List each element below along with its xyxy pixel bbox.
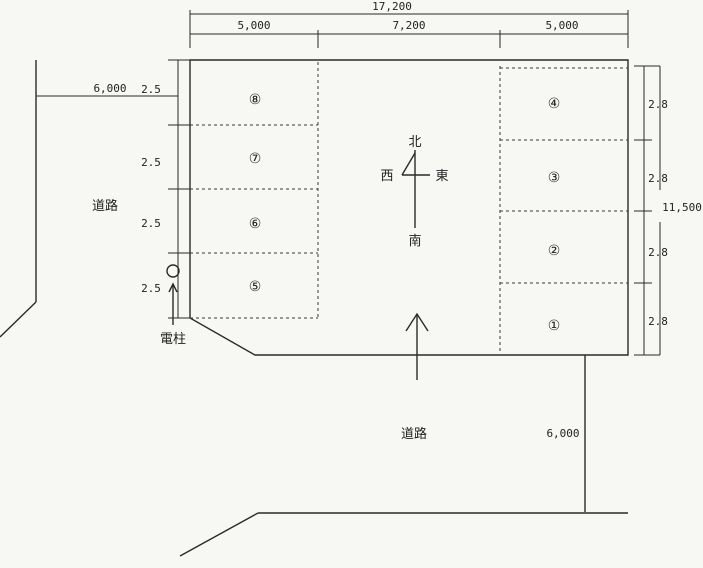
right-dimensions: 2.8 2.8 2.8 2.8 11,500 [634, 65, 702, 356]
lot-2-label: ② [548, 243, 561, 259]
right-row-1-dim: 2.8 [648, 98, 668, 111]
compass-south: 南 [408, 233, 421, 249]
lot-5-label: ⑤ [249, 279, 262, 295]
lot-1-label: ① [548, 318, 561, 334]
left-row-4-dim: 2.5 [141, 282, 161, 295]
site-outline [189, 59, 629, 356]
utility-pole-label: 電柱 [160, 332, 186, 347]
lot-8-label: ⑧ [249, 92, 262, 108]
south-road-label: 道路 [401, 426, 427, 442]
compass-west: 西 [380, 169, 393, 184]
left-width-label: 5,000 [237, 19, 270, 32]
total-width-label: 17,200 [372, 0, 412, 13]
south-road: 道路 6,000 [179, 355, 628, 557]
west-road-label: 道路 [92, 198, 118, 214]
entrance-arrow [405, 312, 429, 380]
lot-4-label: ④ [548, 96, 561, 112]
top-dimensions: 17,200 5,000 7,200 5,000 [189, 0, 629, 48]
right-row-4-dim: 2.8 [648, 315, 668, 328]
west-road: 6,000 道路 [0, 60, 178, 338]
lot-7-label: ⑦ [249, 151, 262, 167]
south-road-width: 6,000 [546, 427, 579, 440]
total-depth-label: 11,500 [662, 201, 702, 214]
left-dimensions: 2.5 2.5 2.5 2.5 [141, 59, 190, 319]
compass-east: 東 [435, 168, 448, 184]
right-width-label: 5,000 [545, 19, 578, 32]
utility-pole-icon [166, 264, 180, 278]
utility-pole: 電柱 [160, 264, 186, 347]
lot-3-label: ③ [548, 170, 561, 186]
compass: 北 西 東 南 [380, 135, 448, 249]
compass-north: 北 [408, 135, 421, 150]
left-row-3-dim: 2.5 [141, 217, 161, 230]
right-row-2-dim: 2.8 [648, 172, 668, 185]
right-row-3-dim: 2.8 [648, 246, 668, 259]
left-row-2-dim: 2.5 [141, 156, 161, 169]
left-row-1-dim: 2.5 [141, 83, 161, 96]
lot-6-label: ⑥ [249, 216, 262, 232]
middle-width-label: 7,200 [392, 19, 425, 32]
west-road-width: 6,000 [93, 82, 126, 95]
